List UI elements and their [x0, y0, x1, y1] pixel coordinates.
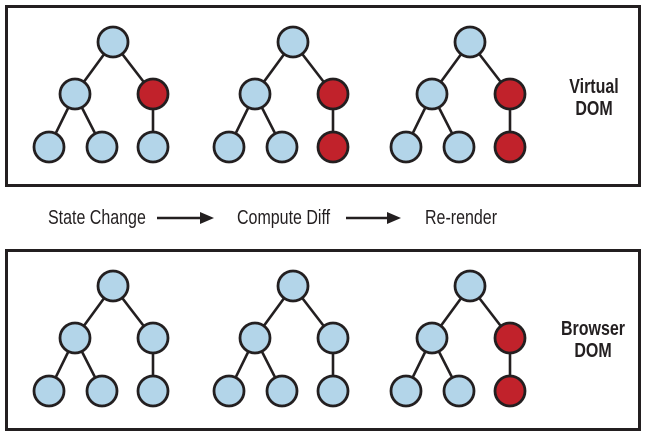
flow-arrow-icon — [157, 212, 214, 224]
browser-dom-label-line2: DOM — [574, 340, 612, 362]
flow-step-state-change: State Change — [48, 207, 146, 229]
browser-dom-panel — [5, 249, 641, 431]
virtual-dom-label-line1: Virtual — [569, 76, 619, 98]
virtual-dom-label: Virtual DOM — [554, 76, 634, 120]
browser-dom-label: Browser DOM — [553, 318, 633, 362]
browser-dom-label-line1: Browser — [560, 318, 626, 340]
virtual-dom-label-line2: DOM — [575, 98, 613, 120]
flow-step-compute-diff: Compute Diff — [237, 207, 331, 229]
flow-arrow-icon — [346, 212, 401, 224]
virtual-dom-panel — [5, 5, 641, 187]
flow-step-re-render: Re-render — [425, 207, 498, 229]
